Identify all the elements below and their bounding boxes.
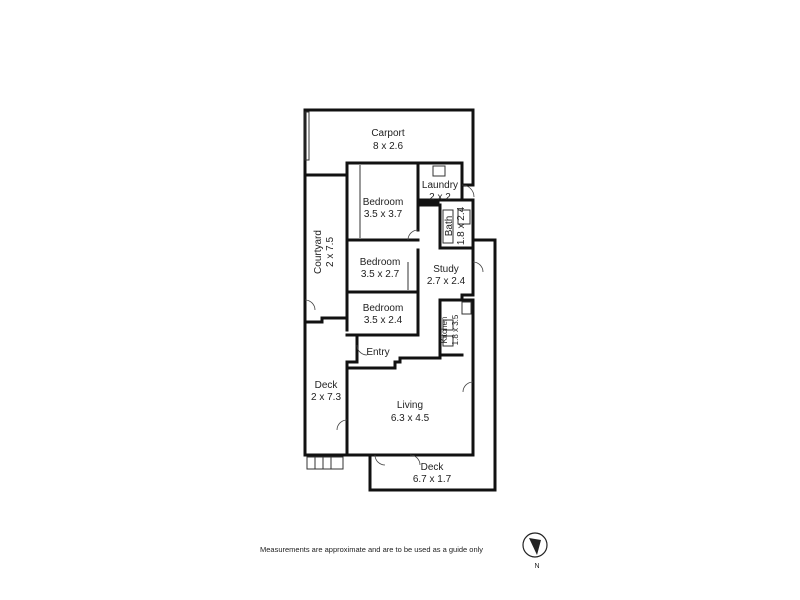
kitchen-dims: 1.8 x 3.5	[451, 314, 460, 345]
entry-door	[356, 344, 368, 356]
rear-door-2	[409, 454, 421, 466]
bath-tub	[442, 209, 454, 244]
bedroom1-door	[407, 229, 419, 241]
rear-deck-wall	[368, 238, 497, 492]
bath-name: Bath	[444, 216, 455, 237]
living-door	[462, 381, 474, 393]
deck-stairs	[306, 456, 344, 470]
laundry-dims: 2 x 2	[429, 192, 451, 203]
east-wall	[460, 246, 475, 372]
courtyard-bottom-wall	[303, 316, 349, 324]
bedroom1-name: Bedroom	[363, 197, 404, 208]
laundry-door	[461, 184, 475, 198]
entry-bottom-wall	[345, 353, 442, 370]
deck-door	[336, 419, 348, 431]
courtyard-door	[304, 299, 316, 311]
disclaimer-text: Measurements are approximate and are to …	[260, 545, 484, 554]
bath-shower	[457, 209, 471, 225]
laundry-tub	[432, 165, 446, 177]
compass-circle-icon	[522, 532, 548, 558]
deck-rear-dims: 6.7 x 1.7	[413, 474, 452, 485]
kitchen-name: Kitchen	[440, 317, 449, 344]
bath-walls	[416, 198, 475, 250]
north-compass: N	[522, 532, 548, 570]
study-dims: 2.7 x 2.4	[427, 276, 466, 287]
kitchen-bench	[461, 301, 472, 315]
living-dims: 6.3 x 4.5	[391, 413, 430, 424]
carport-name: Carport	[371, 128, 405, 139]
courtyard-dims: 2 x 7.5	[325, 237, 336, 267]
carport-dims: 8 x 2.6	[373, 141, 403, 152]
living-name: Living	[397, 400, 423, 411]
deck-rear-name: Deck	[421, 462, 445, 473]
compass-label: N	[534, 563, 539, 570]
bath-dims: 1.8 x 2.4	[456, 206, 467, 245]
entry-name: Entry	[366, 347, 389, 358]
study-door	[472, 261, 484, 273]
deck-side-name: Deck	[315, 380, 339, 391]
bedroom2-name: Bedroom	[360, 257, 401, 268]
entry-walls	[345, 333, 359, 370]
rear-door-1	[374, 454, 386, 466]
carport-gate	[304, 111, 310, 161]
room-labels: Carport 8 x 2.6 Laundry 2 x 2 Bedroom 3.…	[311, 128, 467, 485]
bedroom2-dims: 3.5 x 2.7	[361, 269, 400, 280]
walls	[303, 108, 497, 492]
compass-arrow-icon	[529, 538, 541, 555]
study-name: Study	[433, 264, 459, 275]
bedroom1-dims: 3.5 x 3.7	[364, 209, 403, 220]
living-walls	[345, 366, 475, 457]
bedroom3-dims: 3.5 x 2.4	[364, 315, 403, 326]
fixtures	[304, 165, 484, 470]
courtyard-name: Courtyard	[313, 230, 324, 274]
kitchen-sink	[442, 319, 454, 331]
deck-side-dims: 2 x 7.3	[311, 392, 341, 403]
kitchen-cooktop	[442, 335, 454, 347]
laundry-name: Laundry	[422, 180, 458, 191]
bedroom3-name: Bedroom	[363, 303, 404, 314]
